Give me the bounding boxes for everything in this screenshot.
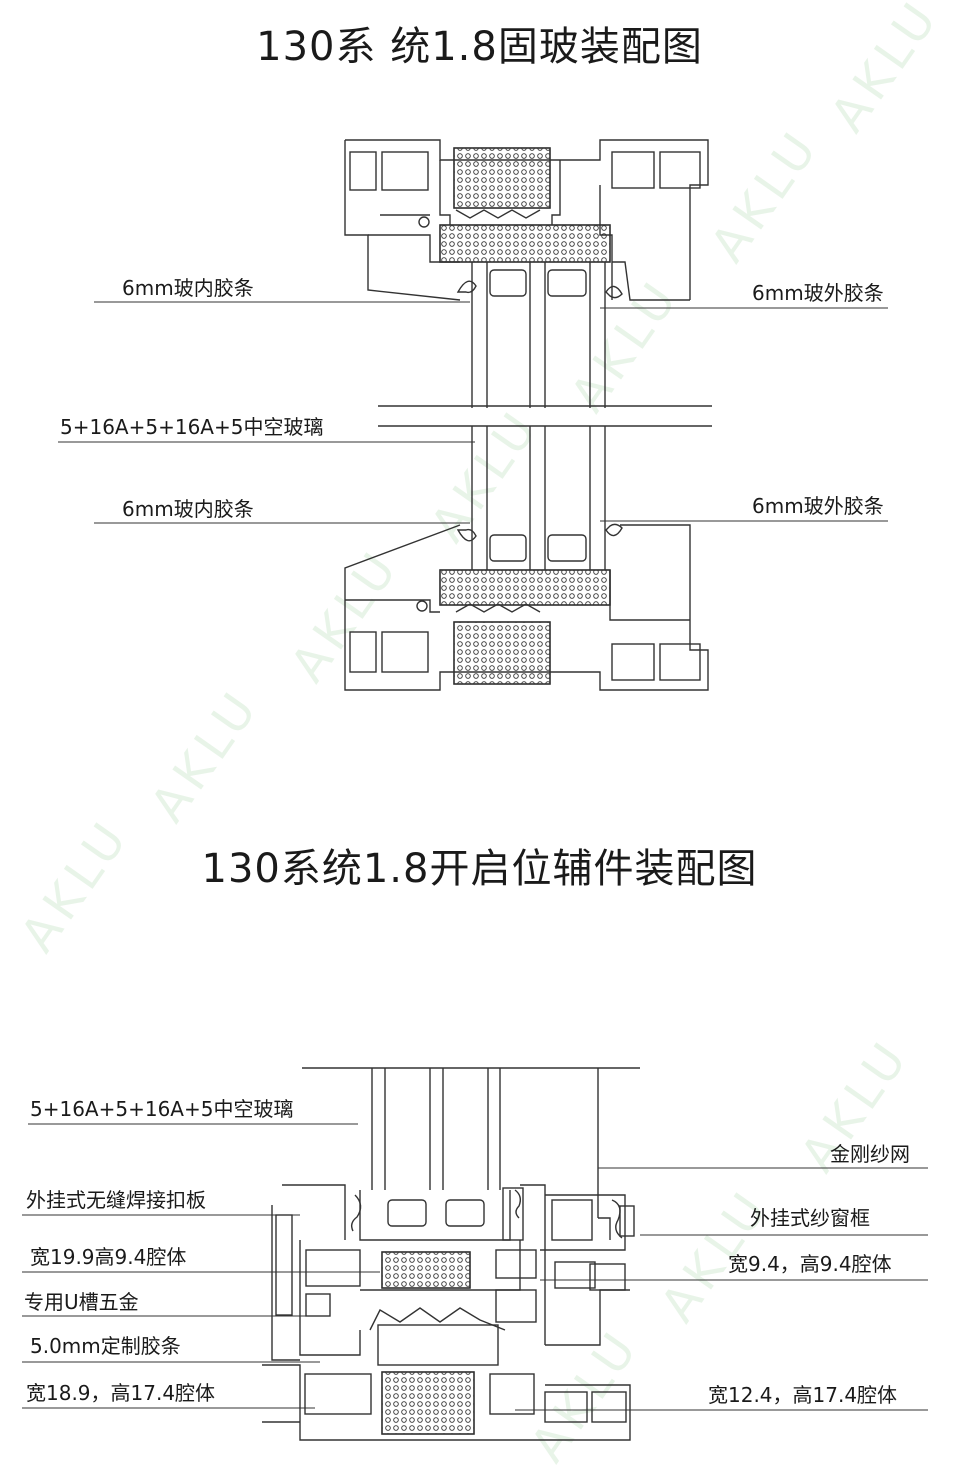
- leader-lines-section2: [22, 1123, 928, 1411]
- screen-frame-profile: [540, 1194, 635, 1251]
- page-title-opening-accessories: 130系统1.8开启位辅件装配图: [201, 846, 758, 892]
- label-glass-opening: 5+16A+5+16A+5中空玻璃: [30, 1097, 294, 1121]
- fixed-top-frame-profile: [344, 139, 709, 301]
- label-u-hardware: 专用U槽五金: [24, 1290, 139, 1314]
- label-cavity-18: 宽18.9，高17.4腔体: [26, 1381, 216, 1405]
- opening-frame-profile: [262, 1261, 631, 1441]
- label-inner-strip-bottom: 6mm玻内胶条: [122, 497, 254, 521]
- label-outer-strip-top: 6mm玻外胶条: [752, 281, 884, 305]
- page-title-fixed-glass: 130系 统1.8固玻装配图: [256, 24, 703, 70]
- label-cavity-12: 宽12.4，高17.4腔体: [708, 1383, 898, 1407]
- label-mesh: 金刚纱网: [830, 1142, 910, 1166]
- opening-glass: [302, 1067, 640, 1227]
- label-custom-strip: 5.0mm定制胶条: [30, 1334, 181, 1358]
- label-cavity-19: 宽19.9高9.4腔体: [30, 1245, 187, 1269]
- opening-sash-profile: [271, 1184, 546, 1435]
- label-screen-frame: 外挂式纱窗框: [750, 1206, 870, 1230]
- insulated-glass-fixed: [378, 262, 712, 570]
- label-glass-fixed: 5+16A+5+16A+5中空玻璃: [60, 415, 324, 439]
- fixed-bottom-frame-profile: [344, 523, 709, 691]
- label-cover-plate: 外挂式无缝焊接扣板: [26, 1188, 206, 1212]
- label-outer-strip-bottom: 6mm玻外胶条: [752, 494, 884, 518]
- label-cavity-9: 宽9.4，高9.4腔体: [728, 1252, 892, 1276]
- label-inner-strip-top: 6mm玻内胶条: [122, 276, 254, 300]
- leader-lines-section1: [58, 301, 888, 524]
